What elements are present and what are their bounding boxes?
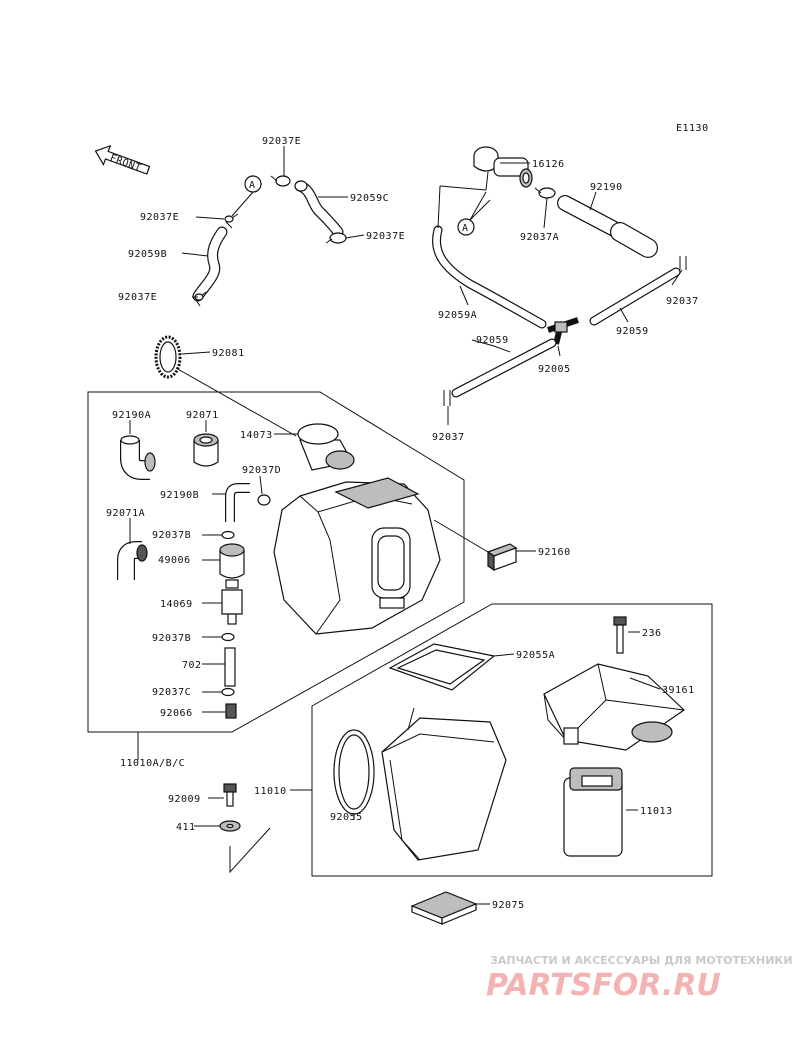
clamp-92037B-top (221, 530, 235, 540)
label-92037-lower: 92037 (432, 432, 465, 443)
label-92075: 92075 (492, 900, 525, 911)
diagram-code: E1130 (676, 123, 709, 134)
label-411: 411 (176, 822, 196, 833)
leader-lines (129, 146, 683, 905)
label-92059A: 92059A (438, 310, 477, 321)
label-11010ABC: 11010A/B/C (120, 758, 185, 769)
plug-92066 (225, 703, 237, 719)
clamp-92037B-bottom (221, 632, 235, 642)
label-92071: 92071 (186, 410, 219, 421)
label-92037E-left-top: 92037E (140, 212, 179, 223)
block-92160 (433, 519, 518, 572)
group-frame-11010 (290, 603, 713, 877)
label-92190: 92190 (590, 182, 623, 193)
label-92190B: 92190B (160, 490, 199, 501)
label-16126: 16126 (532, 159, 565, 170)
elbow-92190B (225, 483, 250, 522)
pointer-bracket (229, 827, 271, 874)
cover-39161 (543, 663, 685, 751)
screw-92009 (223, 783, 237, 807)
group-frame-11010abc (87, 391, 465, 760)
label-702: 702 (182, 660, 202, 671)
svg-text:A: A (462, 223, 469, 234)
clamp-92037E-left-bottom (194, 291, 207, 307)
bolt-236 (613, 616, 627, 654)
label-92037C: 92037C (152, 687, 191, 698)
label-92059-right: 92059 (616, 326, 649, 337)
label-92037A: 92037A (520, 232, 559, 243)
label-92066: 92066 (160, 708, 193, 719)
tube-702 (224, 647, 236, 687)
label-14069: 14069 (160, 599, 193, 610)
clamp-92037A (534, 187, 556, 199)
label-92059B: 92059B (128, 249, 167, 260)
clamp-92037D (257, 494, 271, 506)
hose-92059B (192, 226, 228, 302)
clamp-92037-right (679, 256, 687, 270)
label-49006: 49006 (158, 555, 191, 566)
front-label: FRONT (108, 153, 142, 174)
hose-92059C (294, 180, 344, 238)
drain-14069 (221, 579, 243, 625)
label-92037E-top: 92037E (262, 136, 301, 147)
pad-92075 (410, 891, 478, 925)
t-joint-92005 (547, 317, 579, 345)
airbox-housing (273, 477, 441, 635)
clamp-92037E-mid (325, 232, 347, 244)
label-11013: 11013 (640, 806, 673, 817)
label-92037B-bottom: 92037B (152, 633, 191, 644)
label-92055: 92055 (330, 812, 363, 823)
label-92160: 92160 (538, 547, 571, 558)
callout-a-left: A (231, 175, 262, 217)
case-11010 (381, 707, 507, 861)
valve-16126 (473, 146, 533, 191)
svg-text:A: A (249, 180, 256, 191)
clamp-92037E-top (270, 175, 291, 187)
label-14073: 14073 (240, 430, 273, 441)
grommet-92071 (193, 433, 219, 467)
elbow-92190A (120, 435, 156, 480)
label-39161: 39161 (662, 685, 695, 696)
ring-92081 (154, 335, 297, 437)
label-92055A: 92055A (516, 650, 555, 661)
label-92081: 92081 (212, 348, 245, 359)
clamp-92037C (221, 687, 235, 697)
label-11010: 11010 (254, 786, 287, 797)
label-92071A: 92071A (106, 508, 145, 519)
gasket-92055 (333, 729, 375, 815)
tube-92190 (557, 195, 658, 258)
watermark-tagline: ЗАПЧАСТИ И АКСЕССУАРЫ ДЛЯ МОТОТЕХНИКИ (490, 954, 793, 967)
label-92005: 92005 (538, 364, 571, 375)
label-92059C: 92059C (350, 193, 389, 204)
gasket-92055A (388, 643, 496, 691)
callout-a-right: A (457, 191, 491, 236)
washer-411 (219, 820, 241, 832)
front-arrow: FRONT (94, 144, 151, 175)
label-236: 236 (642, 628, 662, 639)
cap-49006 (219, 543, 245, 579)
label-92037-right: 92037 (666, 296, 699, 307)
label-92037B-top: 92037B (152, 530, 191, 541)
label-92037E-left-bottom: 92037E (118, 292, 157, 303)
label-92009: 92009 (168, 794, 201, 805)
duct-14073 (297, 423, 355, 471)
label-92037E-mid: 92037E (366, 231, 405, 242)
hose-92059-lower (451, 338, 557, 398)
label-92059-lower: 92059 (476, 335, 509, 346)
clamp-92037E-left-top (224, 213, 239, 229)
label-92037D: 92037D (242, 465, 281, 476)
hose-92059-right (589, 267, 681, 326)
watermark-logo: PARTSFOR.RU (486, 968, 721, 1003)
elbow-92071A (117, 541, 148, 580)
filter-11013 (563, 767, 623, 857)
hose-92059A (432, 185, 547, 329)
clamp-92037-lower (443, 390, 451, 406)
label-92190A: 92190A (112, 410, 151, 421)
